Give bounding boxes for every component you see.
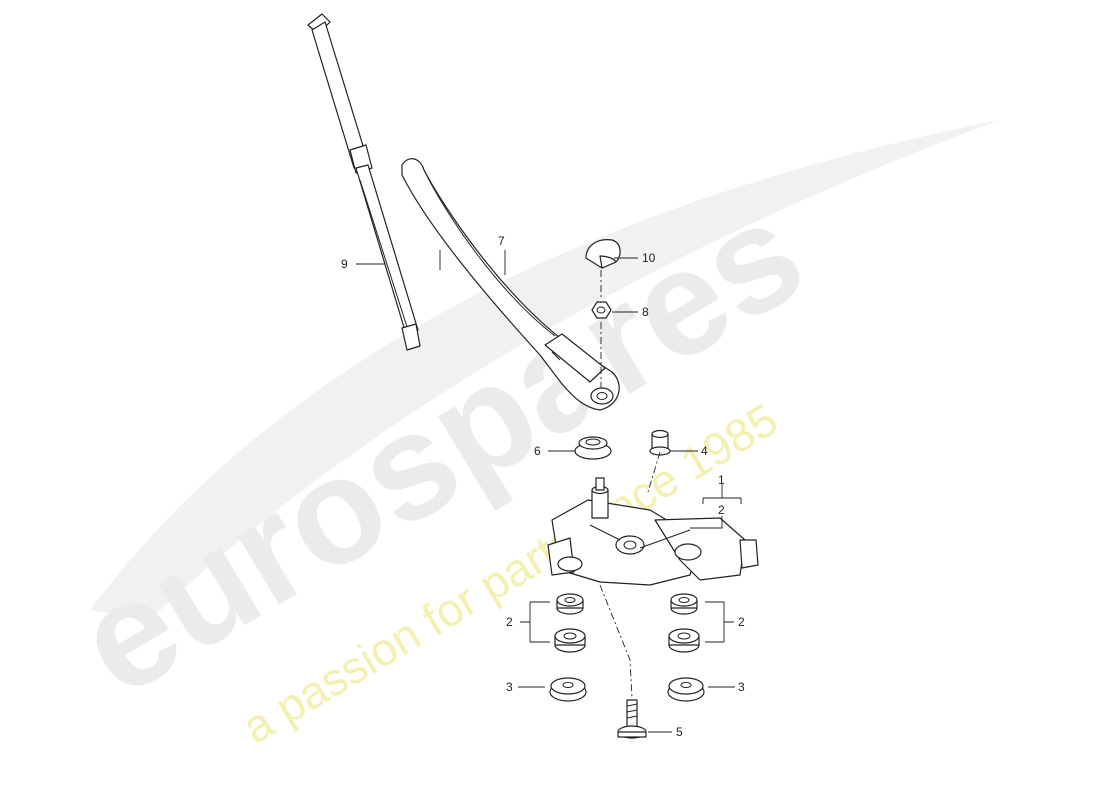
callout-4: 4 bbox=[701, 444, 708, 458]
callout-2-motor: 2 bbox=[718, 503, 725, 517]
callout-3-right: 3 bbox=[738, 680, 745, 694]
leader-lines bbox=[356, 250, 742, 733]
callout-3-left: 3 bbox=[506, 680, 513, 694]
callout-2-left: 2 bbox=[506, 615, 513, 629]
callout-7: 7 bbox=[498, 234, 505, 248]
callout-1: 1 bbox=[718, 473, 725, 487]
wiper-blade bbox=[307, 13, 421, 351]
cap bbox=[585, 239, 621, 269]
watermark-swoosh bbox=[90, 120, 1000, 620]
callout-6: 6 bbox=[534, 444, 541, 458]
grommets-right bbox=[668, 593, 700, 653]
sleeve-nut bbox=[649, 429, 671, 456]
callout-8: 8 bbox=[642, 305, 649, 319]
bolt bbox=[617, 699, 647, 739]
watermark: eurospares a passion for parts since 198… bbox=[50, 120, 1000, 754]
callout-5: 5 bbox=[676, 725, 683, 739]
callout-9: 9 bbox=[341, 257, 348, 271]
wiper-motor bbox=[547, 477, 759, 586]
assembly-lines bbox=[599, 270, 661, 699]
callout-10: 10 bbox=[642, 251, 656, 265]
callouts: 9 7 10 8 6 4 1 2 2 2 3 3 5 bbox=[341, 234, 745, 739]
seal bbox=[574, 436, 612, 460]
grommets-left bbox=[554, 593, 586, 653]
callout-2-right: 2 bbox=[738, 615, 745, 629]
wiper-arm bbox=[401, 158, 620, 411]
nut bbox=[591, 301, 612, 319]
washers bbox=[549, 677, 705, 702]
